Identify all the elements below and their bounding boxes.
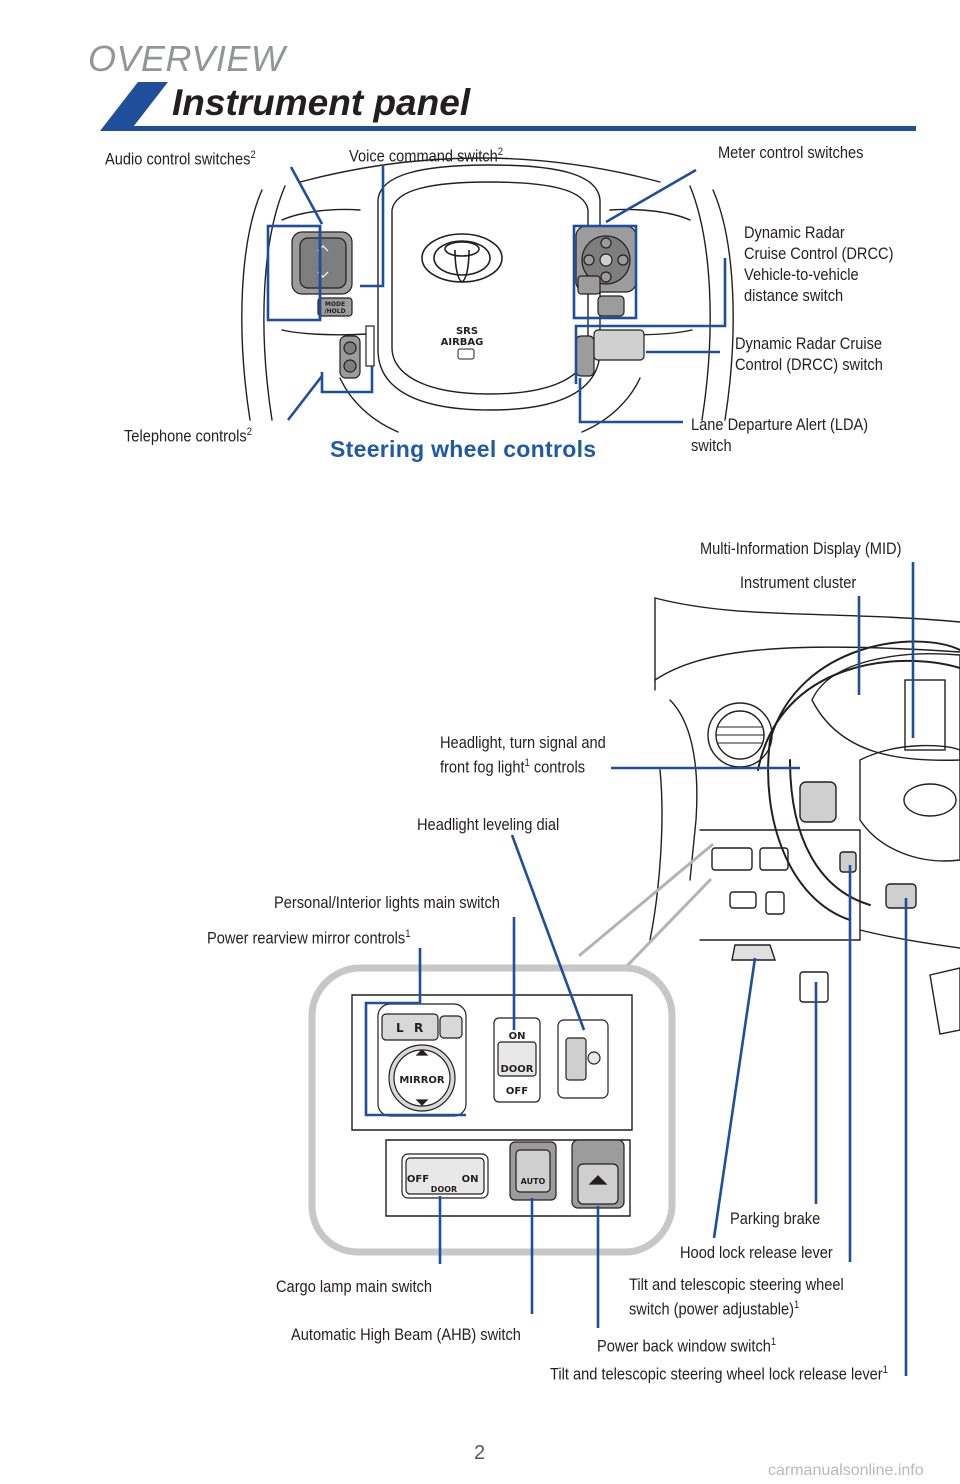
title-bar — [100, 82, 916, 131]
callout-instrument-cluster: Instrument cluster — [740, 573, 857, 592]
callout-cargo-lamp: Cargo lamp main switch — [276, 1277, 433, 1296]
title-accent-shape — [100, 82, 168, 131]
back-window-switch — [571, 1139, 625, 1209]
section-label: OVERVIEW — [88, 38, 286, 79]
page-number: 2 — [474, 1442, 486, 1464]
srs-text: SRS — [456, 326, 478, 337]
callout-mid: Multi-Information Display (MID) — [700, 539, 902, 558]
steering-callout-lines — [266, 166, 727, 424]
callout-telephone-controls: Telephone controls2 — [124, 426, 253, 446]
title-underline — [130, 126, 916, 131]
airbag-text: AIRBAG — [441, 337, 484, 348]
steering-subhead: Steering wheel controls — [330, 436, 597, 462]
callout-meter-control-switches: Meter control switches — [718, 143, 864, 162]
mirror-text: MIRROR — [399, 1075, 445, 1086]
interior-off-text: OFF — [506, 1086, 528, 1097]
audio-control-pod: MODE /HOLD — [291, 231, 375, 379]
callout-back-window: Power back window switch1 — [597, 1336, 777, 1356]
mirror-l-text: L — [396, 1021, 404, 1035]
page-title: Instrument panel — [172, 82, 471, 123]
leveling-dial — [557, 1019, 609, 1099]
cargo-on-text: ON — [462, 1174, 479, 1185]
callout-drcc-switch: Dynamic Radar Cruise Control (DRCC) swit… — [735, 334, 883, 374]
steering-wheel-illustration: SRS AIRBAG MODE /HOLD — [241, 157, 734, 433]
ahb-auto-text: AUTO — [521, 1177, 546, 1186]
callout-interior-lights: Personal/Interior lights main switch — [274, 893, 500, 912]
cargo-lamp-switch — [401, 1153, 489, 1199]
svg-text:/HOLD: /HOLD — [324, 308, 345, 315]
ahb-switch — [509, 1141, 557, 1201]
callout-mirror-controls: Power rearview mirror controls1 — [207, 928, 411, 948]
callout-parking-brake: Parking brake — [730, 1209, 821, 1228]
watermark: carmanualsonline.info — [768, 1462, 924, 1479]
callout-headlight-leveling-dial: Headlight leveling dial — [417, 815, 560, 834]
callout-tilt-lock: Tilt and telescopic steering wheel lock … — [550, 1364, 888, 1384]
interior-on-text: ON — [509, 1031, 526, 1042]
dash-callout-lines — [364, 562, 915, 1376]
interior-door-text: DOOR — [500, 1064, 533, 1075]
callout-hood-lock: Hood lock release lever — [680, 1243, 833, 1262]
callout-tilt-power: Tilt and telescopic steering wheel switc… — [629, 1275, 844, 1319]
callout-headlight-controls: Headlight, turn signal and front fog lig… — [440, 733, 606, 777]
interior-light-switch — [493, 1017, 541, 1103]
callout-lda-switch: Lane Departure Alert (LDA) switch — [691, 415, 869, 455]
mirror-r-text: R — [414, 1021, 423, 1035]
zoom-bubble — [308, 964, 676, 1256]
cargo-door-text: DOOR — [431, 1185, 457, 1194]
cargo-off-text: OFF — [407, 1174, 429, 1185]
callout-drcc-distance-switch: Dynamic Radar Cruise Control (DRCC) Vehi… — [744, 223, 894, 305]
callout-voice-command-switch: Voice command switch2 — [349, 146, 503, 166]
callout-audio-control-switches: Audio control switches2 — [105, 149, 256, 169]
toyota-emblem-icon — [421, 233, 503, 283]
mirror-control-switch — [377, 1003, 467, 1117]
callout-ahb: Automatic High Beam (AHB) switch — [291, 1325, 521, 1344]
svg-text:MODE: MODE — [325, 301, 345, 308]
meter-control-pod — [575, 225, 645, 377]
